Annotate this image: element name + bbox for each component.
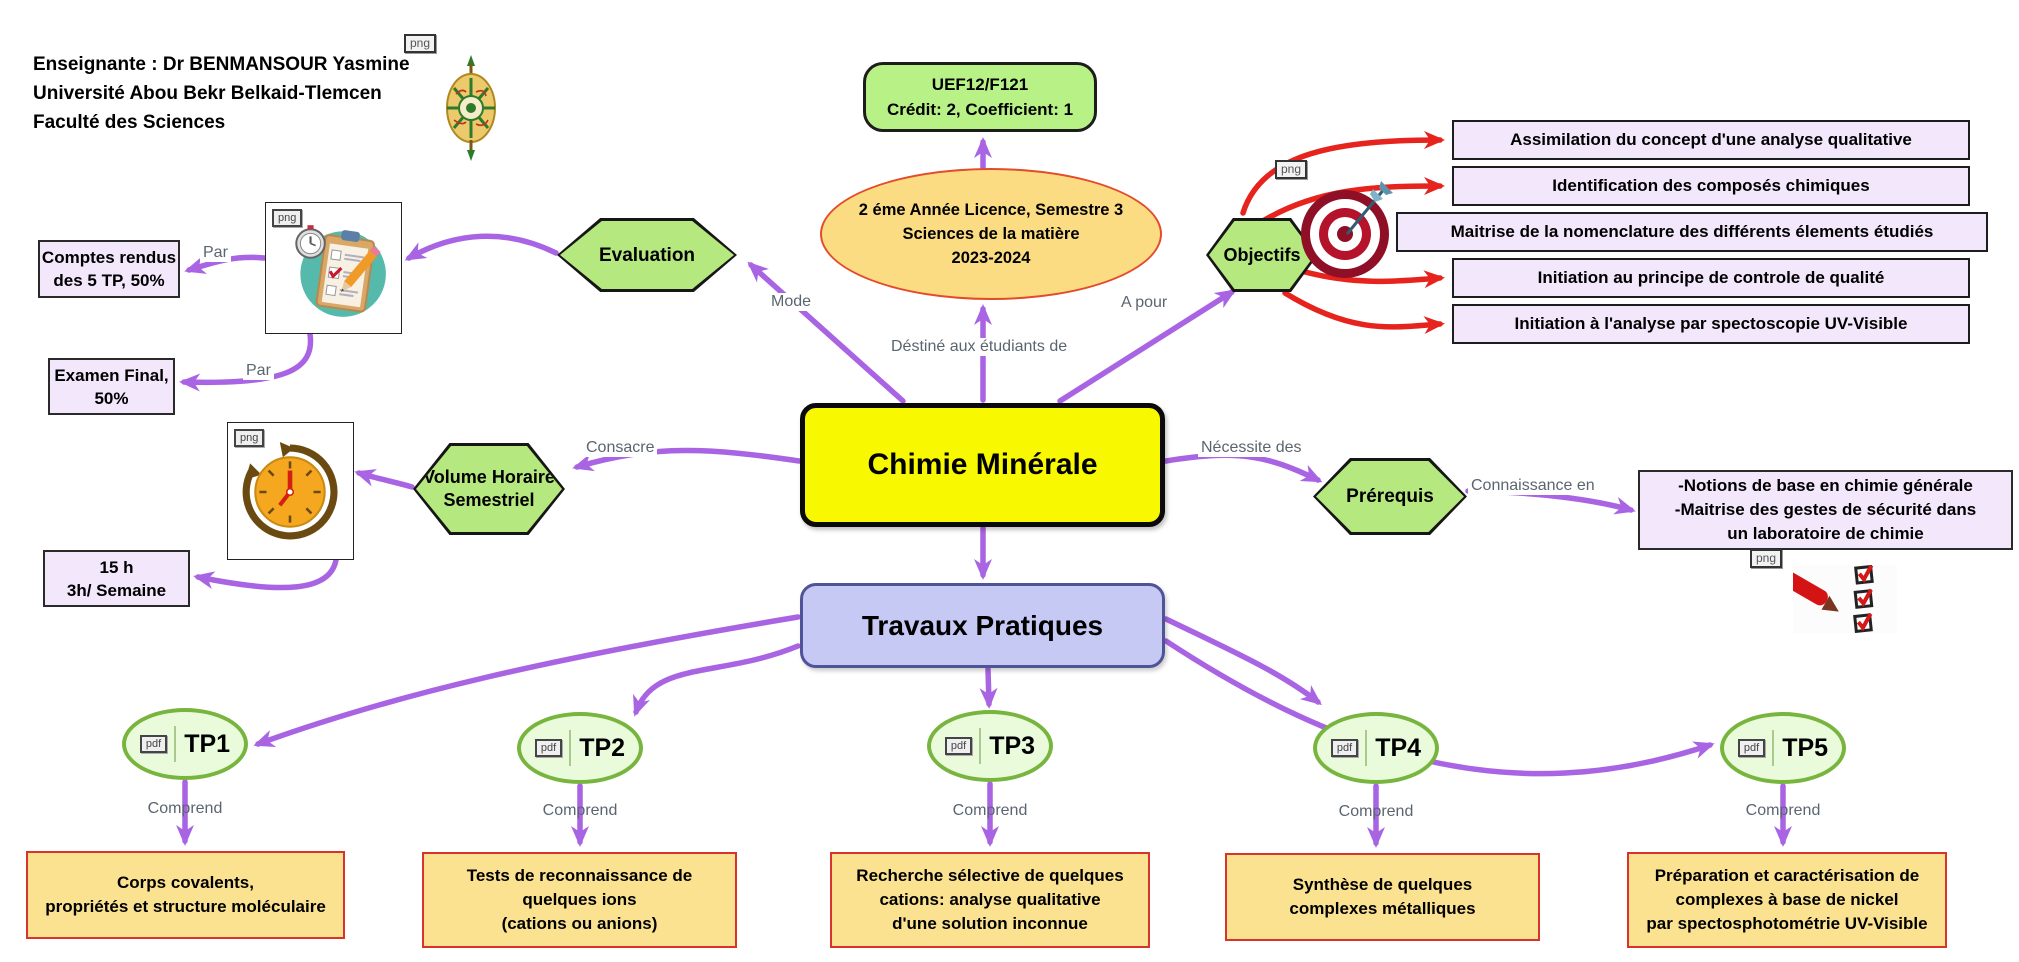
tp2-node[interactable]: pdf TP2 [517,712,643,784]
png-badge[interactable]: png [404,34,437,53]
png-badge[interactable]: png [234,429,265,447]
link-objectifs-obj1 [1240,131,1445,216]
target-icon [1301,181,1393,278]
link-label-consacre: Consacre [583,439,658,457]
tp1-node[interactable]: pdf TP1 [122,708,248,780]
objectifs-label: Objectifs [1223,244,1301,265]
tp2-label: TP2 [579,733,626,762]
link-volume-clock [354,469,415,490]
examen-final-node[interactable]: Examen Final, 50% [48,358,175,415]
tp4-node[interactable]: pdf TP4 [1313,712,1439,784]
resource-divider [979,728,982,764]
link-evaluation-image [404,233,559,261]
pdf-badge[interactable]: pdf [534,739,563,757]
resource-divider [1365,730,1368,766]
tp1-label: TP1 [184,729,231,758]
objectifs-node[interactable]: Objectifs [1206,218,1318,292]
png-badge[interactable]: png [1275,160,1308,179]
volume-horaire-label: Volume Horaire Semestriel [416,446,562,532]
prerequis-node[interactable]: Prérequis [1313,458,1467,535]
link-label-mode: Mode [768,293,815,311]
link-image-examen [179,331,314,392]
resource-divider [569,730,572,766]
png-badge[interactable]: png [1750,549,1783,568]
objective-item[interactable]: Initiation à l'analyse par spectoscopie … [1452,304,1970,344]
resource-divider [174,726,177,762]
clock-image-frame[interactable]: png [227,422,354,560]
tp3-content-node[interactable]: Recherche sélective de quelques cations:… [830,852,1150,948]
tp3-node[interactable]: pdf TP3 [927,710,1053,782]
annee-node[interactable]: 2 éme Année Licence, Semestre 3 Sciences… [820,168,1162,300]
png-badge[interactable]: png [272,209,303,227]
volume-horaire-node[interactable]: Volume Horaire Semestriel [413,443,565,535]
pdf-badge[interactable]: pdf [1330,739,1359,757]
link-label-comprend: Comprend [147,800,223,817]
uef-node[interactable]: UEF12/F121 Crédit: 2, Coefficient: 1 [863,62,1097,132]
tp1-content-node[interactable]: Corps covalents, propriétés et structure… [26,851,345,939]
link-travaux-tp2 [633,643,801,717]
horaire-detail-node[interactable]: 15 h 3h/ Semaine [43,550,190,607]
evaluation-label: Evaluation [598,244,696,266]
link-label-par: Par [200,244,231,262]
checklist-marker-icon [1793,565,1897,633]
travaux-pratiques-node[interactable]: Travaux Pratiques [800,583,1165,668]
pdf-badge[interactable]: pdf [1737,739,1766,757]
university-logo-icon [446,55,496,161]
prerequis-label: Prérequis [1346,486,1434,507]
objective-item[interactable]: Identification des composés chimiques [1452,166,1970,206]
link-travaux-tp3 [979,666,998,709]
link-chimie-evaluation [747,261,906,404]
link-label-a-pour: A pour [1118,294,1171,312]
tp4-label: TP4 [1375,733,1422,762]
objective-item[interactable]: Assimilation du concept d'une analyse qu… [1452,120,1970,160]
evaluation-checklist-icon [295,225,386,317]
link-label-comprend: Comprend [1338,803,1414,820]
objective-item[interactable]: Maitrise de la nomenclature des différen… [1396,212,1988,252]
tp3-label: TP3 [989,731,1036,760]
tp4-content-node[interactable]: Synthèse de quelques complexes métalliqu… [1225,853,1540,941]
comptes-rendus-node[interactable]: Comptes rendus des 5 TP, 50% [38,240,180,298]
link-travaux-tp1 [253,614,801,747]
tp5-content-node[interactable]: Préparation et caractérisation de comple… [1627,852,1947,948]
tp5-label: TP5 [1782,733,1829,762]
link-objectifs-obj5 [1282,290,1445,335]
link-label-par: Par [243,362,274,380]
notions-node[interactable]: -Notions de base en chimie générale -Mai… [1638,470,2013,550]
pdf-badge[interactable]: pdf [944,737,973,755]
link-chimie-objectifs [1057,289,1237,404]
link-label-destine: Déstiné aux étudiants de [888,338,1071,356]
link-chimie-prerequis [1163,452,1323,483]
evaluation-node[interactable]: Evaluation [557,218,737,292]
resource-divider [1772,730,1775,766]
link-label-comprend: Comprend [952,802,1028,819]
link-label-comprend: Comprend [542,802,618,819]
pdf-badge[interactable]: pdf [139,735,168,753]
clock-icon [242,441,338,540]
tp2-content-node[interactable]: Tests de reconnaissance de quelques ions… [422,852,737,948]
link-chimie-volume [572,447,802,472]
link-objectifs-obj4 [1302,269,1445,289]
evaluation-image-frame[interactable]: png [265,202,402,334]
chimie-minerale-node[interactable]: Chimie Minérale [800,403,1165,527]
link-travaux-tp4 [1163,616,1322,706]
link-label-necessite: Nécessite des [1198,439,1305,457]
header-text: Enseignante : Dr BENMANSOUR Yasmine Univ… [33,54,410,133]
link-clock-horaire [193,557,339,591]
objective-item[interactable]: Initiation au principe de controle de qu… [1452,258,1970,298]
tp5-node[interactable]: pdf TP5 [1720,712,1846,784]
link-label-connaissance: Connaissance en [1468,477,1598,495]
link-label-comprend: Comprend [1745,802,1821,819]
